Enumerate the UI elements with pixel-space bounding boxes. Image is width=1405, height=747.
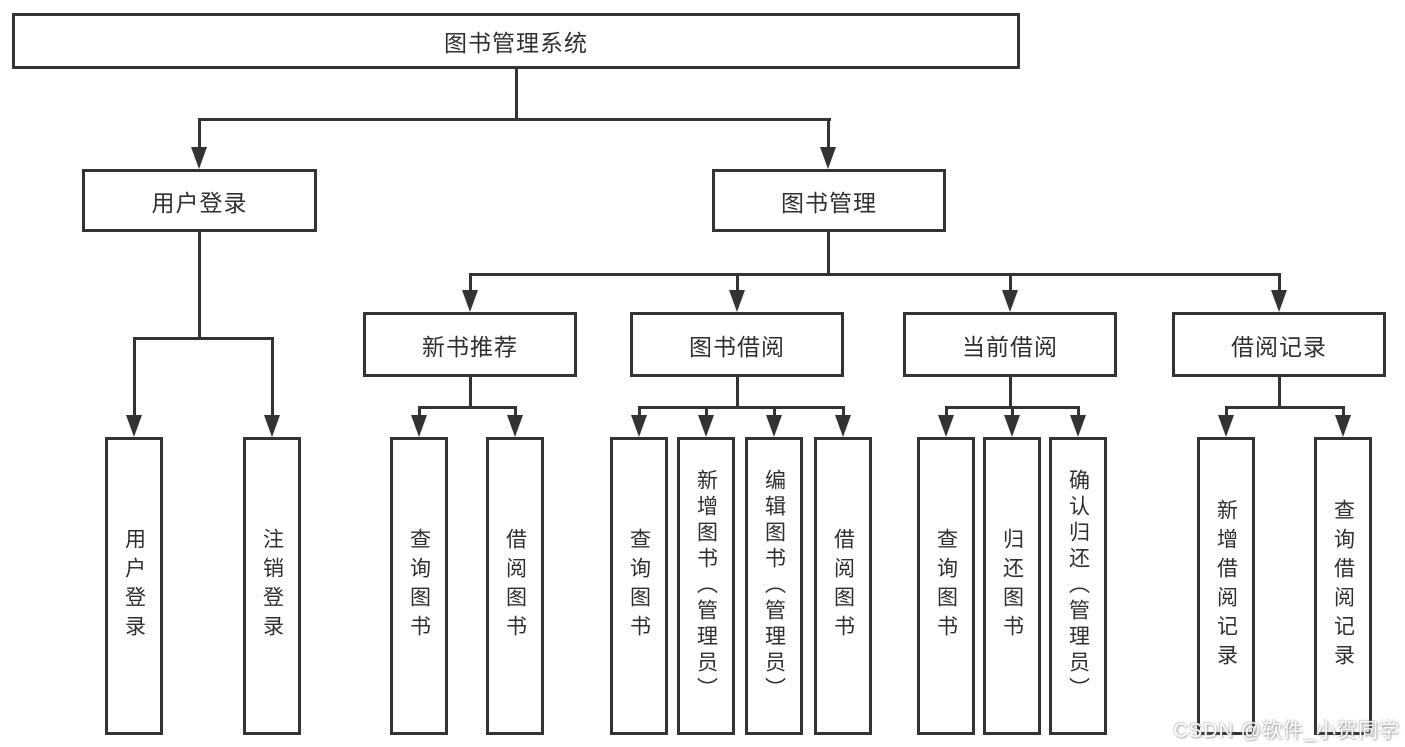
node-bb-query-book: 查询图书 [610,437,668,735]
connector-rec-stem [468,377,472,409]
node-label: 新增借阅记录 [1214,499,1238,673]
connector-to-user-login [197,118,201,149]
connector-to-rec-query [417,406,421,418]
arrow-down-icon [729,290,745,312]
connector-cb-stem [1008,377,1012,409]
connector-root-stem [514,69,518,121]
connector-to-bb-edit [772,406,776,418]
connector-user-login-bar [132,337,274,340]
node-label: 查询借阅记录 [1331,499,1355,673]
node-br-query-record: 查询借阅记录 [1314,437,1372,735]
node-cb-return-book: 归还图书 [983,437,1041,735]
node-label: 新书推荐 [422,333,518,360]
connector-to-borrow-records [1277,273,1281,292]
arrow-down-icon [938,415,954,437]
node-label: 用户登录 [151,189,248,216]
node-bb-add-book-admin: 新增图书（管理员） [677,437,735,735]
node-label: 图书借阅 [689,333,785,360]
arrow-down-icon [462,290,478,312]
node-cb-confirm-return-admin: 确认归还（管理员） [1049,437,1107,735]
arrow-down-icon [1335,415,1351,437]
arrow-down-icon [1070,415,1086,437]
connector-to-br-add [1224,406,1228,418]
node-br-add-record: 新增借阅记录 [1197,437,1255,735]
arrow-down-icon [1004,415,1020,437]
arrow-down-icon [507,415,523,437]
node-borrow-records: 借阅记录 [1172,312,1386,377]
node-label: 查询图书 [934,528,958,644]
node-user-login: 用户登录 [82,169,317,232]
connector-to-br-query [1341,406,1345,418]
node-current-borrowing: 当前借阅 [903,312,1117,377]
connector-to-rec-borrow [513,406,517,418]
connector-book-mgmt-stem [826,232,830,276]
arrow-down-icon [698,415,714,437]
connector-to-leaf-user-login [132,337,136,417]
connector-to-book-borrow [735,273,739,292]
node-new-book-recommend: 新书推荐 [363,312,577,377]
connector-to-cb-confirm [1076,406,1080,418]
connector-to-bb-borrow [841,406,845,418]
node-bb-borrow-book: 借阅图书 [814,437,872,735]
arrow-down-icon [191,147,207,169]
connector-to-cb-query [944,406,948,418]
connector-book-mgmt-bar [468,273,1281,276]
arrow-down-icon [1002,290,1018,312]
node-label: 新增图书（管理员） [694,469,718,703]
node-book-management: 图书管理 [712,169,946,232]
node-label: 当前借阅 [962,333,1058,360]
connector-bb-bar [637,406,845,409]
arrow-down-icon [264,415,280,437]
node-cb-query-book: 查询图书 [917,437,975,735]
arrow-down-icon [126,415,142,437]
node-label: 查询图书 [407,528,431,644]
node-book-borrowing: 图书借阅 [630,312,844,377]
connector-to-bb-query [637,406,641,418]
node-library-management-system: 图书管理系统 [12,13,1020,69]
node-label: 用户登录 [122,528,146,644]
connector-to-cb-return [1010,406,1014,418]
arrow-down-icon [1218,415,1234,437]
node-label: 归还图书 [1000,528,1024,644]
connector-bb-stem [735,377,739,409]
connector-to-bb-add [704,406,708,418]
arrow-down-icon [766,415,782,437]
node-label: 借阅图书 [503,528,527,644]
node-label: 图书管理系统 [444,30,588,56]
node-label: 注销登录 [260,528,284,644]
connector-br-stem [1277,377,1281,409]
node-leaf-user-login: 用户登录 [105,437,163,735]
connector-br-bar [1224,406,1345,409]
node-bb-edit-book-admin: 编辑图书（管理员） [745,437,803,735]
connector-rec-bar [417,406,517,409]
connector-to-new-book-rec [468,273,472,292]
connector-to-current-borrow [1008,273,1012,292]
arrow-down-icon [820,147,836,169]
csdn-watermark: CSDN @软件_小贺同学 [1173,720,1400,742]
connector-root-bar [197,118,831,121]
node-label: 编辑图书（管理员） [762,469,786,703]
node-label: 查询图书 [627,528,651,644]
arrow-down-icon [411,415,427,437]
node-label: 借阅图书 [831,528,855,644]
node-rec-query-book: 查询图书 [390,437,448,735]
connector-to-leaf-logout [270,337,274,417]
node-label: 借阅记录 [1231,333,1327,360]
arrow-down-icon [835,415,851,437]
node-leaf-logout: 注销登录 [243,437,301,735]
arrow-down-icon [1271,290,1287,312]
connector-user-login-stem [197,232,201,340]
node-label: 图书管理 [781,189,877,216]
arrow-down-icon [631,415,647,437]
node-label: 确认归还（管理员） [1066,469,1090,703]
node-rec-borrow-book: 借阅图书 [486,437,544,735]
connector-to-book-mgmt [826,118,830,149]
